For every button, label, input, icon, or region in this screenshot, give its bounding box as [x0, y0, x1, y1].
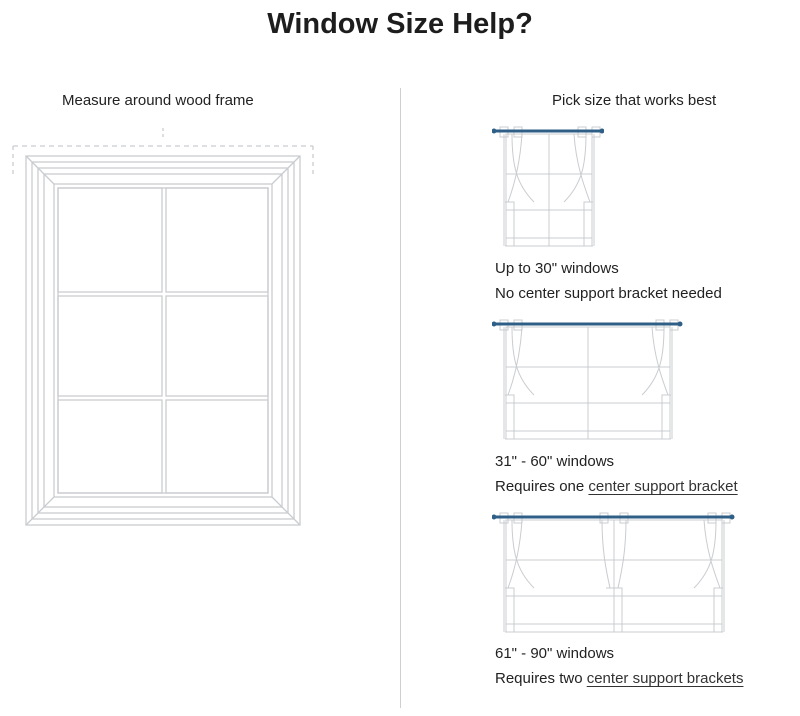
page-title: Window Size Help? — [267, 8, 533, 40]
window-frame-diagram — [12, 128, 314, 526]
option-medium-caption: 31" - 60" windows Requires one center su… — [495, 449, 738, 499]
option-large-caption: 61" - 90" windows Requires two center su… — [495, 641, 743, 691]
curtain-illustration-medium — [492, 319, 683, 440]
option-small-caption: Up to 30" windows No center support brac… — [495, 256, 722, 306]
center-support-bracket-link[interactable]: center support bracket — [588, 478, 738, 495]
column-divider — [400, 88, 401, 708]
pick-size-heading: Pick size that works best — [552, 92, 717, 109]
option-medium-note: Requires one center support bracket — [495, 478, 738, 495]
option-large-size: 61" - 90" windows — [495, 645, 615, 662]
option-small-note: No center support bracket needed — [495, 285, 722, 302]
center-support-brackets-link[interactable]: center support brackets — [586, 670, 744, 687]
option-small-size: Up to 30" windows — [495, 260, 619, 277]
option-large-note: Requires two center support brackets — [495, 670, 744, 687]
curtain-illustration-small — [492, 126, 604, 247]
measure-heading: Measure around wood frame — [62, 92, 254, 109]
option-medium-size: 31" - 60" windows — [495, 453, 615, 470]
curtain-illustration-large — [492, 512, 735, 633]
